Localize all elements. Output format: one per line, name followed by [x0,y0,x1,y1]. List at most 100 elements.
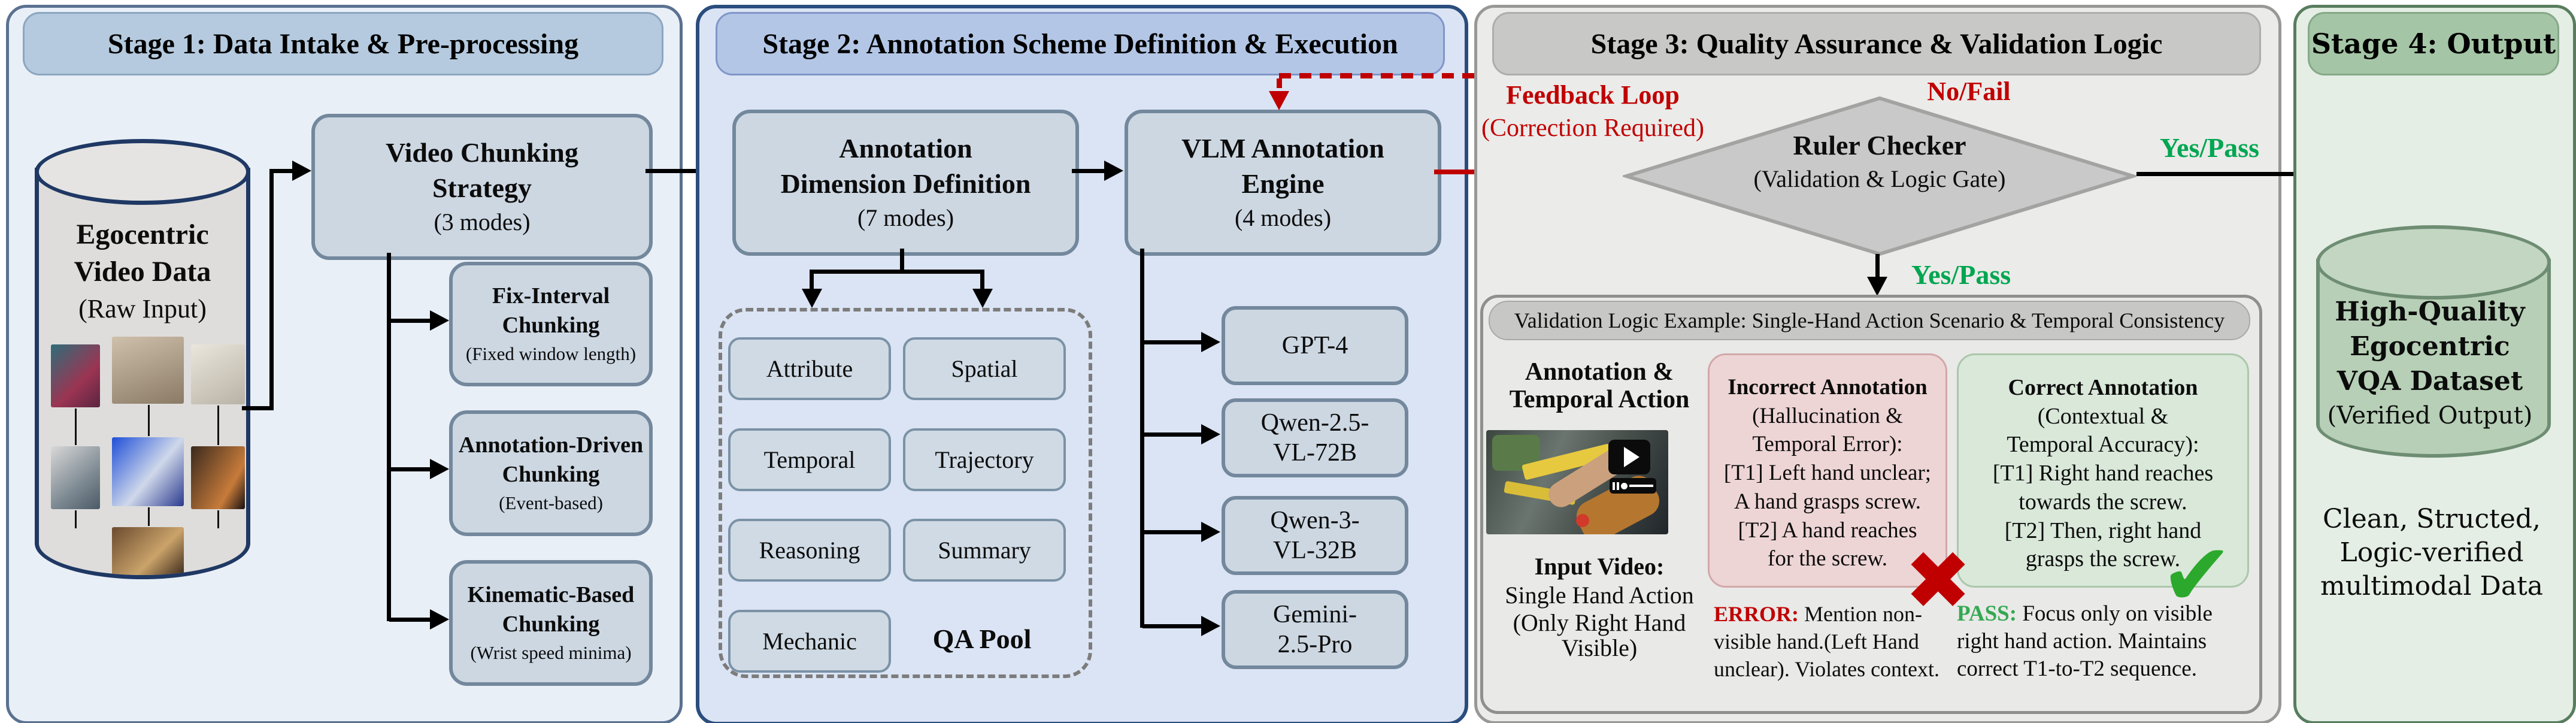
output-footer-text: multimodal Data [2320,570,2543,601]
ruler-checker-diamond [1623,96,2136,256]
qa-dimension-reasoning: Reasoning [728,519,891,582]
progress-dot [1621,482,1628,489]
no-fail-label: No/Fail [1927,76,2011,106]
pause-bar [1617,482,1619,490]
pass-verdict-line: PASS: Focus only on visible [1957,600,2256,628]
pass-text: Focus only on visible [2017,601,2213,626]
pass-verdict-text: PASS: Focus only on visible right hand a… [1957,600,2256,683]
collage-connector [75,510,77,528]
pill-label: Reasoning [759,537,860,564]
box-title: Strategy [432,173,532,203]
pill-label: Spatial [951,355,1018,382]
video-frame-thumbnail [51,344,100,407]
fix-interval-chunking-box: Fix-Interval Chunking (Fixed window leng… [449,262,653,386]
error-text: Mention non- [1799,602,1922,626]
error-label: ERROR: [1714,602,1799,626]
arrow-into-fix-interval [430,310,449,331]
play-icon [1608,440,1650,474]
arrow-into-annotation-driven [430,459,449,479]
arrow-into-qa-pool [972,289,993,308]
database-cylinder-top-icon [2316,225,2551,300]
checker-to-output-line [2136,172,2430,176]
cylinder-out-line [273,169,293,173]
video-frame-thumbnail [51,446,100,509]
progress-bar [1629,485,1653,487]
fail-cross-icon: ✖ [1904,534,1972,628]
qa-dimension-summary: Summary [903,519,1066,582]
cylinder-label-3: (Raw Input) [78,294,207,323]
box-title: Annotation [839,133,972,164]
cylinder-out-line [242,406,273,410]
model-label: Gemini- [1273,600,1357,628]
vlm-annotation-engine-box: VLM Annotation Engine (4 modes) [1125,110,1441,256]
incorrect-line: (Hallucination & [1752,404,1903,428]
annotation-temporal-heading: Annotation & [1525,358,1674,386]
pill-label: Mechanic [762,628,857,655]
incorrect-line: A hand grasps screw. [1734,489,1922,514]
model-label: GPT-4 [1281,331,1348,359]
pill-label: Trajectory [935,446,1034,473]
stage3-header: Stage 3: Quality Assurance & Validation … [1492,12,2261,75]
error-verdict-text: ERROR: Mention non- visible hand.(Left H… [1714,600,1960,683]
incorrect-annotation-box: Incorrect Annotation (Hallucination & Te… [1708,353,1947,588]
output-footer-text: Clean, Structed, [2322,503,2541,534]
collage-connector [217,510,219,528]
qa-dimension-temporal: Temporal [728,428,891,491]
pass-verdict-line: correct T1-to-T2 sequence. [1957,657,2197,681]
arrow-into-gemini [1201,616,1220,636]
branch-line [389,618,431,622]
box-subtitle: (Wrist speed minima) [470,642,632,663]
arrow-into-example [1867,277,1887,296]
box-title: Chunking [502,462,600,488]
arrow-into-gpt4 [1201,332,1220,352]
input-video-caption: Input Video: [1534,552,1665,580]
correct-title: Correct Annotation [2008,375,2198,400]
stage2-title: Stage 2: Annotation Scheme Definition & … [762,28,1398,60]
play-triangle [1624,447,1639,467]
qa-pool-dashed-container [719,308,1092,678]
box-subtitle: (Fixed window length) [465,343,637,364]
input-video-thumbnail [1486,430,1668,534]
input-video-caption: Visible) [1561,634,1638,661]
arrow-into-qwen3 [1201,522,1220,542]
correct-line: grasps the screw. [2025,546,2181,571]
annotation-dimension-definition-box: Annotation Dimension Definition (7 modes… [732,110,1079,256]
qa-split-line [810,270,984,274]
qa-dimension-mechanic: Mechanic [728,610,891,673]
pill-label: Temporal [763,446,856,473]
diamond-subtitle: (Validation & Logic Gate) [1753,165,2006,192]
arrow-into-qwen25 [1201,424,1220,444]
arrow-into-video-chunking [292,161,311,181]
output-cylinder-label: (Verified Output) [2327,402,2533,429]
input-video-caption: Single Hand Action [1505,581,1694,609]
box-subtitle: (4 modes) [1234,204,1332,231]
box-title: Annotation-Driven [458,432,644,458]
model-label: Qwen-2.5- [1260,409,1369,437]
branch-line [389,319,431,323]
model-label: VL-32B [1273,537,1357,564]
kinematic-based-chunking-box: Kinematic-Based Chunking (Wrist speed mi… [449,560,653,686]
pass-label: PASS: [1957,601,2017,626]
model-label: Qwen-3- [1270,506,1360,534]
stage4-header: Stage 4: Output [2308,12,2559,75]
stage1-to-stage2-line [645,169,714,173]
collage-connector [75,409,77,445]
annotation-driven-chunking-box: Annotation-Driven Chunking (Event-based) [449,410,653,536]
output-cylinder-label: Egocentric [2350,331,2510,362]
branch-line [1142,432,1202,437]
stage3-title: Stage 3: Quality Assurance & Validation … [1590,28,2163,60]
video-frame-thumbnail [112,437,184,506]
video-frame-thumbnail [191,344,245,404]
video-chunking-strategy-box: Video Chunking Strategy (3 modes) [311,114,653,260]
stage1-title: Stage 1: Data Intake & Pre-processing [107,28,579,60]
checker-down-line [1875,254,1880,278]
error-verdict-line: unclear). Violates context. [1714,657,1940,681]
collage-connector [217,406,219,445]
chunking-trunk-line [387,253,391,621]
branch-line [1142,340,1202,344]
video-frame-thumbnail [112,527,184,575]
incorrect-line: [T1] Left hand unclear; [1723,461,1932,485]
output-cylinder-label: VQA Dataset [2336,365,2523,397]
stage4-title: Stage 4: Output [2311,28,2556,60]
qa-split-line [900,249,904,273]
